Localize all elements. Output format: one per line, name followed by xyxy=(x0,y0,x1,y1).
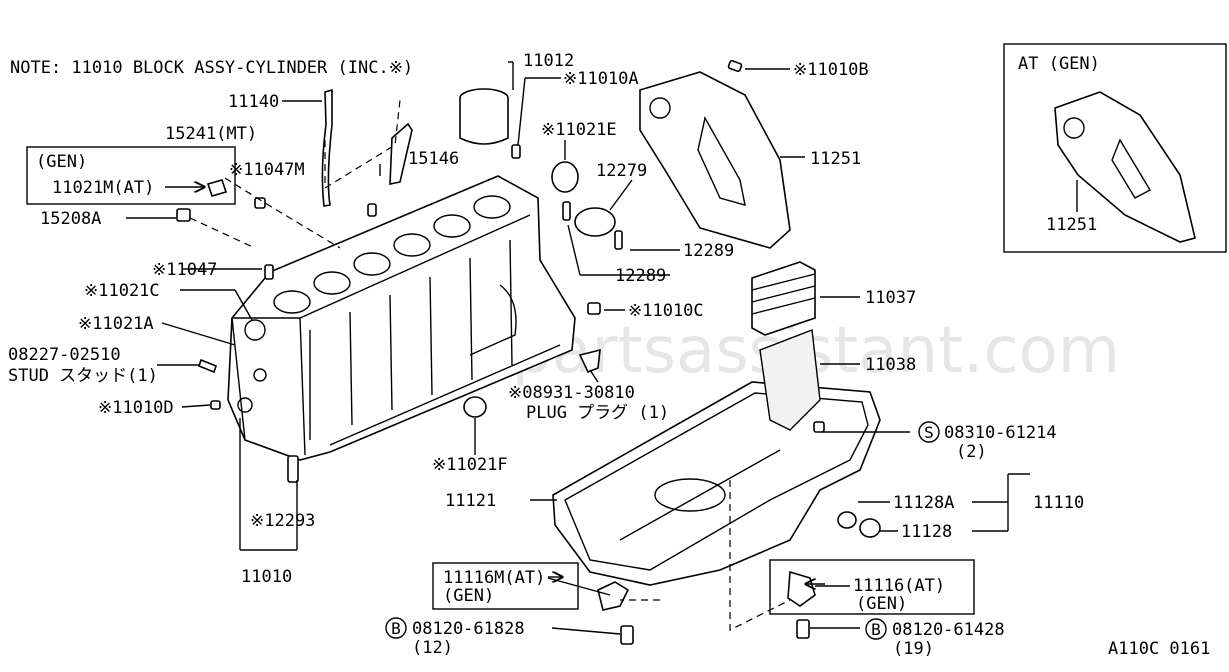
cylinder-bores xyxy=(273,195,511,314)
label-08931-30810: ※08931-30810 xyxy=(508,383,635,403)
label-12293: ※12293 xyxy=(250,511,315,531)
label-11010: 11010 xyxy=(241,567,292,587)
oil-pan-drawing xyxy=(552,381,881,586)
label-11116-at: 11116(AT) xyxy=(853,576,945,596)
label-11121: 11121 xyxy=(445,491,496,511)
label-11038: 11038 xyxy=(865,355,916,375)
gen-box-11116 xyxy=(769,559,975,615)
label-11037: 11037 xyxy=(865,288,916,308)
label-11128: 11128 xyxy=(901,522,952,542)
label-11021c: ※11021C xyxy=(84,281,160,301)
baffle-and-strainer xyxy=(751,261,821,431)
label-11251-inset: 11251 xyxy=(1046,215,1097,235)
label-11047m: ※11047M xyxy=(229,160,305,180)
label-15208a: 15208A xyxy=(40,209,101,229)
label-08310-61214: 08310-61214 xyxy=(944,423,1057,443)
label-qty-19: (19) xyxy=(893,639,934,659)
at-gen-inset-box xyxy=(1003,43,1227,253)
label-12289-right: 12289 xyxy=(683,241,734,261)
circle-s-letter: S xyxy=(924,423,934,442)
label-11021e: ※11021E xyxy=(541,120,617,140)
label-08120-61828: 08120-61828 xyxy=(412,619,525,639)
labels: NOTE: 11010 BLOCK ASSY-CYLINDER (INC.※) … xyxy=(8,51,1210,659)
small-parts xyxy=(176,59,881,645)
circle-b-symbol-right xyxy=(865,618,887,640)
label-11251: 11251 xyxy=(810,149,861,169)
label-15241: 15241(MT) xyxy=(165,124,257,144)
label-08227-02510: 08227-02510 xyxy=(8,345,121,365)
label-plug: PLUG プラグ (1) xyxy=(526,403,669,423)
label-11021m-at: 11021M(AT) xyxy=(52,178,154,198)
label-11021f: ※11021F xyxy=(432,455,508,475)
leader-lines xyxy=(126,61,1078,635)
label-15146: 15146 xyxy=(408,149,459,169)
label-11110: 11110 xyxy=(1033,493,1084,513)
label-11010d: ※11010D xyxy=(98,398,174,418)
label-12289-lower: 12289 xyxy=(615,266,666,286)
label-qty-12: (12) xyxy=(412,638,453,658)
label-08120-61428: 08120-61428 xyxy=(892,620,1005,640)
circle-b-letter-right: B xyxy=(871,620,881,639)
label-11010a: ※11010A xyxy=(563,69,639,89)
circle-s-symbol xyxy=(918,421,940,443)
gen-box-11021m xyxy=(26,146,236,205)
inset-plate-drawing xyxy=(1054,91,1196,243)
label-11010c: ※11010C xyxy=(628,301,704,321)
label-11012: 11012 xyxy=(523,51,574,71)
label-11128a: 11128A xyxy=(893,493,954,513)
label-11140: 11140 xyxy=(228,92,279,112)
arrow-leaders xyxy=(165,187,825,584)
label-gen-1: (GEN) xyxy=(36,152,87,172)
label-11021a: ※11021A xyxy=(78,314,154,334)
label-gen-2: (GEN) xyxy=(443,586,494,606)
cylinder-block-drawing xyxy=(227,175,576,461)
circle-b-letter-left: B xyxy=(391,619,401,638)
label-12279: 12279 xyxy=(596,161,647,181)
dashed-lines xyxy=(189,99,791,631)
label-gen-3: (GEN) xyxy=(856,594,907,614)
inset-title: AT (GEN) xyxy=(1018,54,1100,74)
note-text: NOTE: 11010 BLOCK ASSY-CYLINDER (INC.※) xyxy=(10,58,413,78)
label-11047: ※11047 xyxy=(152,260,217,280)
rear-plate-drawing xyxy=(639,71,791,249)
label-stud: STUD スタッド(1) xyxy=(8,366,158,386)
label-11010b: ※11010B xyxy=(793,60,869,80)
label-11116m-at: 11116M(AT) xyxy=(443,568,545,588)
figure-code: A110C 0161 xyxy=(1108,639,1210,659)
circle-b-symbol-left xyxy=(385,617,407,639)
label-qty-2: (2) xyxy=(956,442,987,462)
